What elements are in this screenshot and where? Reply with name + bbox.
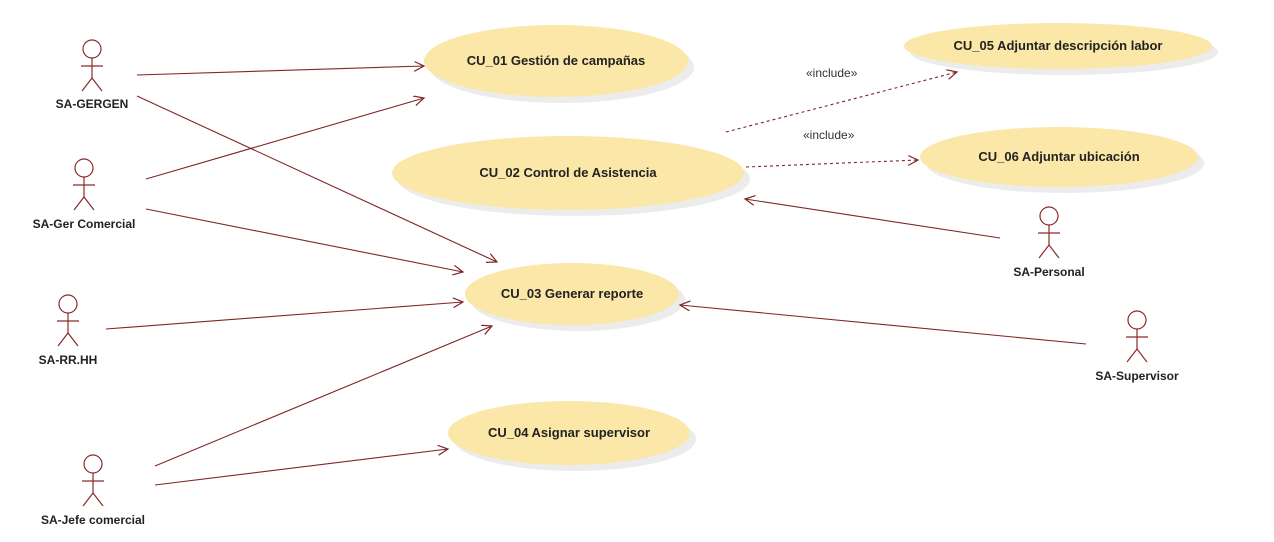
use-case-cu03[interactable]: CU_03 Generar reporte bbox=[465, 263, 685, 331]
use-case-label: CU_01 Gestión de campañas bbox=[467, 53, 645, 68]
actor-gergen[interactable]: SA-GERGEN bbox=[56, 39, 129, 111]
association-jefe-cu04 bbox=[154, 449, 448, 486]
actor-label: SA-RR.HH bbox=[39, 353, 98, 367]
actor-jefe-comercial[interactable]: SA-Jefe comercial bbox=[41, 454, 145, 527]
association-personal-cu02 bbox=[745, 199, 1001, 239]
association-gercomercial-cu01 bbox=[145, 98, 424, 180]
association-rrhh-cu03 bbox=[105, 302, 463, 330]
actor-ger-comercial[interactable]: SA-Ger Comercial bbox=[33, 158, 136, 231]
use-case-cu04[interactable]: CU_04 Asignar supervisor bbox=[448, 401, 696, 471]
actor-label: SA-GERGEN bbox=[56, 97, 129, 111]
use-case-label: CU_02 Control de Asistencia bbox=[479, 165, 657, 180]
use-case-cu06[interactable]: CU_06 Adjuntar ubicación bbox=[920, 127, 1204, 193]
association-supervisor-cu03 bbox=[680, 305, 1087, 345]
use-case-label: CU_03 Generar reporte bbox=[501, 286, 643, 301]
use-case-cu02[interactable]: CU_02 Control de Asistencia bbox=[392, 136, 750, 216]
use-case-label: CU_04 Asignar supervisor bbox=[488, 425, 650, 440]
association-gergen-cu01 bbox=[136, 66, 424, 76]
actor-icon bbox=[1126, 310, 1148, 363]
include-label: «include» bbox=[803, 128, 855, 142]
actor-personal[interactable]: SA-Personal bbox=[1013, 206, 1085, 279]
actor-label: SA-Personal bbox=[1013, 265, 1084, 279]
actor-icon bbox=[82, 454, 104, 507]
association-jefe-cu03 bbox=[154, 326, 492, 467]
include-label: «include» bbox=[806, 66, 858, 80]
include-cu02-cu05 bbox=[725, 72, 957, 133]
actor-label: SA-Ger Comercial bbox=[33, 217, 136, 231]
use-case-cu05[interactable]: CU_05 Adjuntar descripción labor bbox=[904, 23, 1218, 75]
actor-icon bbox=[1038, 206, 1060, 259]
use-case-cu01[interactable]: CU_01 Gestión de campañas bbox=[424, 25, 694, 103]
actor-icon bbox=[81, 39, 103, 92]
association-gergen-cu03 bbox=[136, 95, 497, 262]
include-cu02-cu06 bbox=[745, 160, 918, 168]
actor-supervisor[interactable]: SA-Supervisor bbox=[1095, 310, 1179, 383]
use-case-label: CU_06 Adjuntar ubicación bbox=[978, 149, 1139, 164]
actor-icon bbox=[73, 158, 95, 211]
actor-label: SA-Jefe comercial bbox=[41, 513, 145, 527]
actor-rrhh[interactable]: SA-RR.HH bbox=[39, 294, 98, 367]
use-case-label: CU_05 Adjuntar descripción labor bbox=[953, 38, 1162, 53]
actor-icon bbox=[57, 294, 79, 347]
association-gercomercial-cu03 bbox=[145, 208, 463, 272]
actor-label: SA-Supervisor bbox=[1095, 369, 1179, 383]
